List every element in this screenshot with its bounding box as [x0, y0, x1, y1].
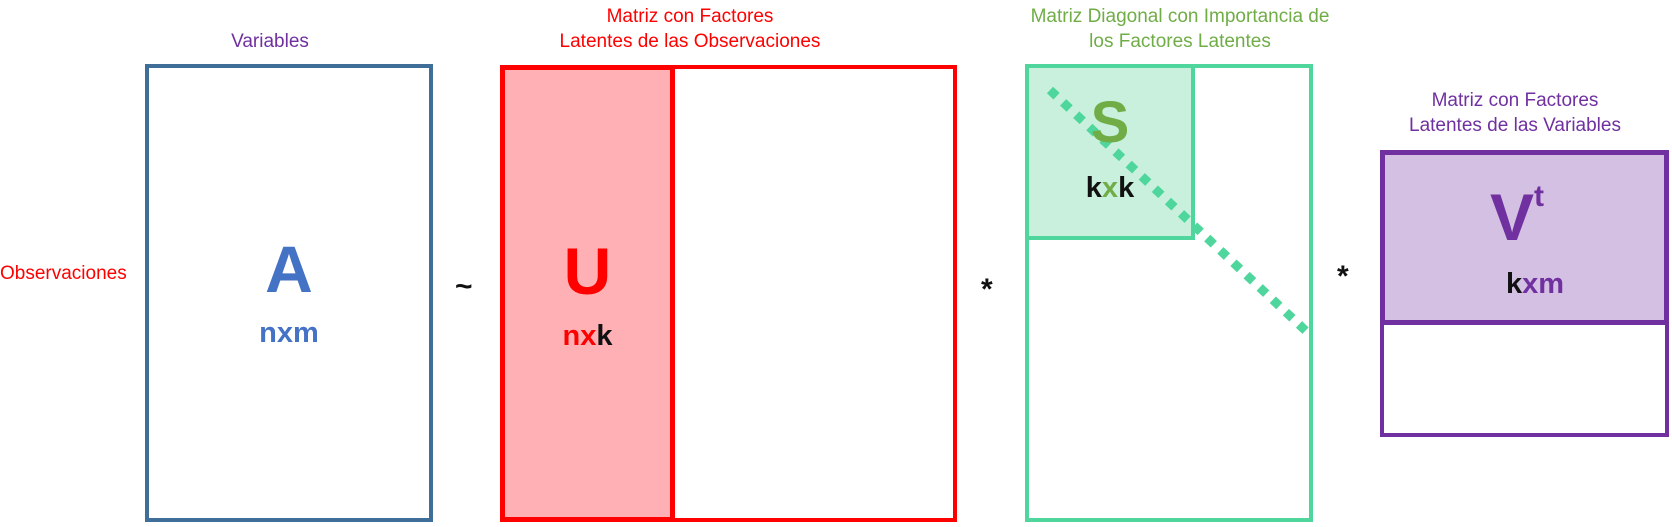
approx-operator: ~ — [455, 270, 473, 303]
matrix-a-name: A — [265, 232, 313, 306]
matrix-s-dim: kxk — [1070, 174, 1150, 203]
matrix-v-letter: V — [1490, 180, 1535, 254]
matrix-v-name: Vt — [1490, 182, 1570, 251]
matrix-a-dim: nxm — [259, 317, 319, 349]
variables-label: Variables — [231, 31, 309, 52]
u-title-line1: Matriz con Factores — [606, 6, 774, 27]
matrix-s-dim-k2: k — [1118, 172, 1135, 204]
s-title-line2: los Factores Latentes — [1089, 31, 1271, 52]
matrix-u-name: U — [563, 234, 612, 308]
matrix-s-name: S — [1090, 90, 1130, 155]
multiply-operator-2: * — [1337, 260, 1349, 293]
matrix-s-dim-k1: k — [1085, 172, 1102, 204]
matrix-v-transpose: t — [1534, 180, 1545, 213]
u-title-line2: Latentes de las Observaciones — [559, 31, 821, 52]
matrix-v-dim-xm: xm — [1522, 268, 1565, 300]
matrix-v-dim-k: k — [1505, 268, 1523, 300]
matrix-v-dim: kxm — [1485, 270, 1585, 299]
observations-label: Observaciones — [0, 263, 127, 284]
s-title: Matriz Diagonal con Importancia de los F… — [1010, 4, 1350, 54]
matrix-u-dim-n: nx — [562, 320, 597, 352]
u-title: Matriz con Factores Latentes de las Obse… — [535, 4, 845, 54]
matrix-v-block — [1380, 150, 1669, 325]
v-title-line1: Matriz con Factores — [1431, 90, 1599, 111]
matrix-u-latent-block — [500, 65, 675, 522]
s-title-line1: Matriz Diagonal con Importancia de — [1030, 6, 1330, 27]
v-title: Matriz con Factores Latentes de las Vari… — [1375, 88, 1655, 138]
matrix-a — [145, 64, 433, 522]
matrix-u-dim-k: k — [596, 320, 613, 352]
v-title-line2: Latentes de las Variables — [1409, 115, 1621, 136]
matrix-s-dim-x: x — [1101, 172, 1119, 204]
multiply-operator-1: * — [981, 273, 993, 306]
matrix-u-dim: nxk — [540, 322, 635, 351]
